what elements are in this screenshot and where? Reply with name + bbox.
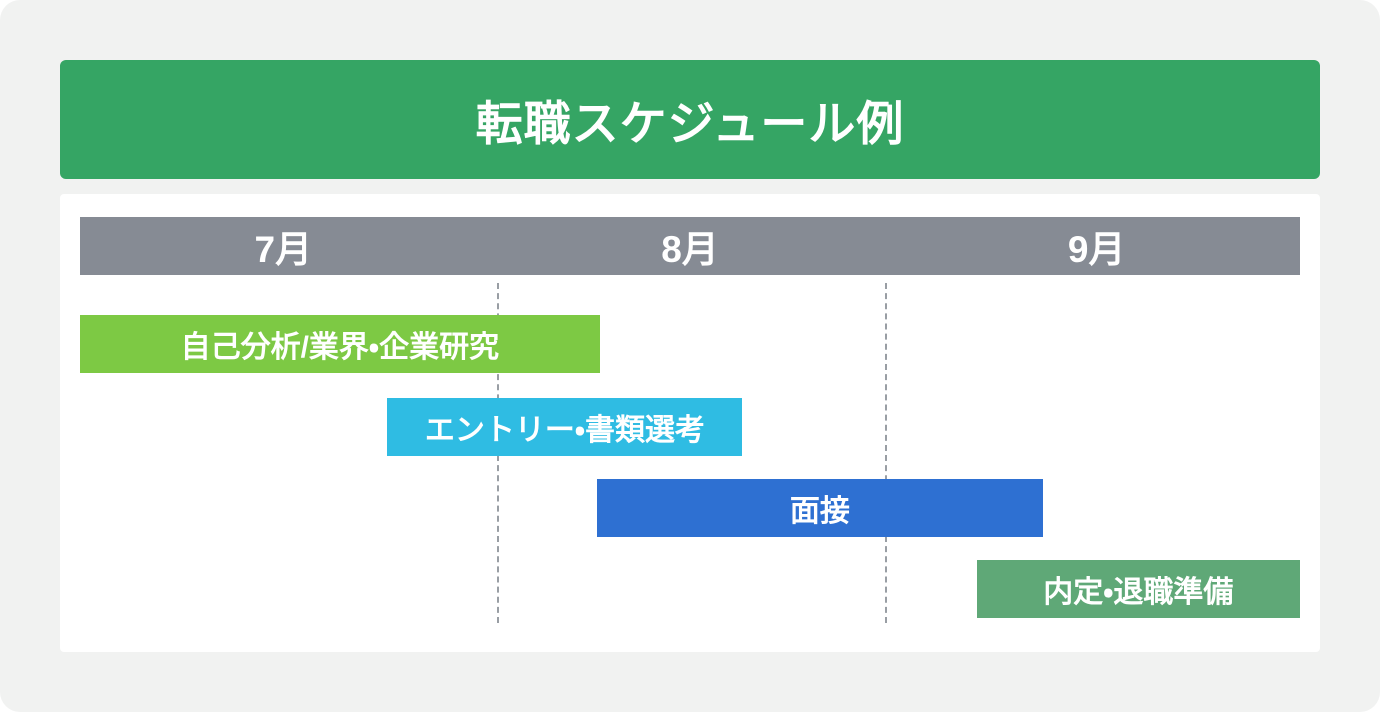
- title-banner: 転職スケジュール例: [60, 60, 1320, 179]
- month-header: 7月 8月 9月: [80, 217, 1300, 275]
- gantt-bar: 内定・退職準備: [976, 560, 1300, 618]
- page-title: 転職スケジュール例: [475, 97, 905, 150]
- gantt-bar: エントリー・書類選考: [387, 398, 743, 456]
- month-label-3: 9月: [1067, 229, 1126, 270]
- gantt-bar-label: エントリー・書類選考: [424, 414, 706, 447]
- gantt-bar-label: 内定・退職準備: [1043, 576, 1234, 609]
- gantt-plot-area: 自己分析/業界・企業研究エントリー・書類選考面接内定・退職準備: [80, 275, 1300, 652]
- month-label-2: 8月: [661, 229, 719, 270]
- month-boundary-gridline-2: [885, 283, 888, 623]
- gantt-bar-label: 面接: [789, 495, 850, 528]
- month-label-1: 7月: [254, 229, 313, 270]
- gantt-bar-label: 自己分析/業界・企業研究: [180, 331, 500, 364]
- chart-panel: 7月 8月 9月 自己分析/業界・企業研究エントリー・書類選考面接内定・退職準備: [60, 194, 1320, 652]
- gantt-bar: 面接: [597, 479, 1043, 537]
- gantt-bar: 自己分析/業界・企業研究: [80, 315, 600, 373]
